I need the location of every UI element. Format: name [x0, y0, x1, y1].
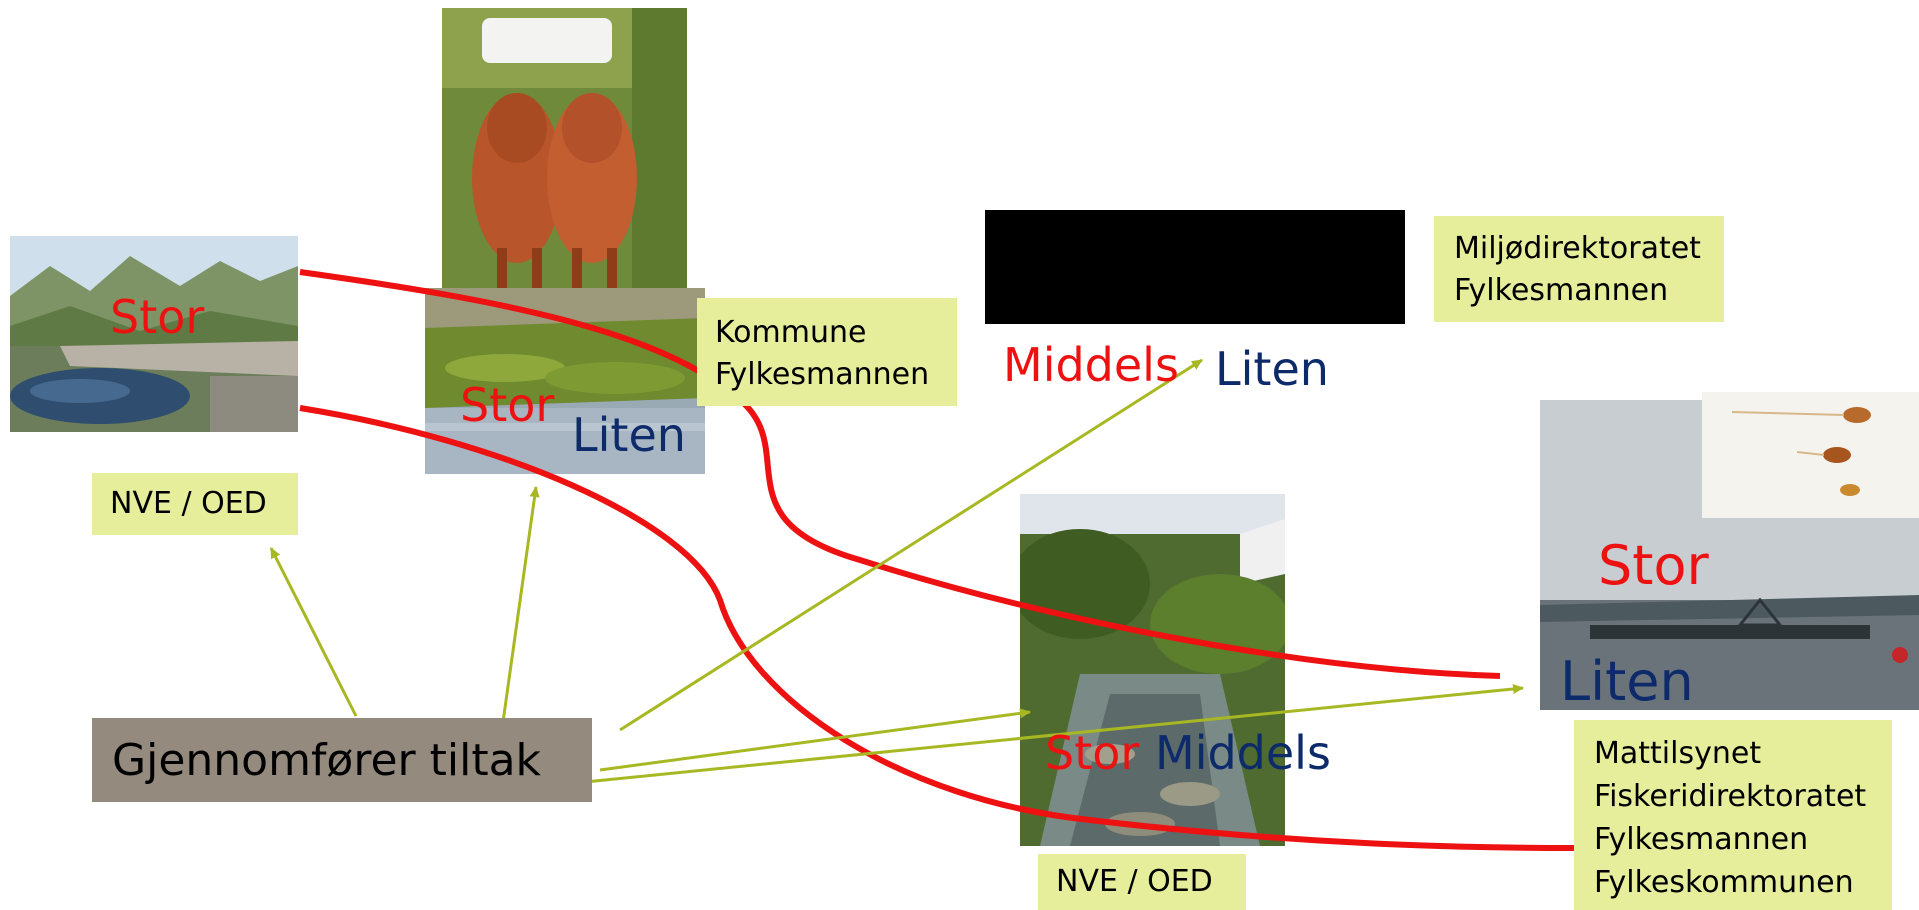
arrow-to-river	[599, 708, 1031, 772]
authority-line: Fiskeridirektoratet	[1594, 779, 1867, 814]
authority-line: NVE / OED	[1056, 864, 1213, 899]
authority-line: Kommune	[715, 315, 867, 350]
authority-line: Fylkesmannen	[1454, 273, 1669, 308]
mountain-dam-photo	[10, 236, 298, 432]
authority-line: Fylkesmannen	[1594, 822, 1809, 857]
authority-line: Miljødirektoratet	[1454, 231, 1701, 266]
action-label: Gjennomfører tiltak	[112, 734, 542, 786]
authority-line: NVE / OED	[110, 486, 267, 521]
river-photo	[1020, 494, 1285, 846]
mountain-scale-red: Stor	[110, 290, 205, 344]
redacted-scale-red: Middels	[1003, 338, 1179, 392]
authority-line: Fylkesmannen	[715, 357, 930, 392]
redacted-scale-blue: Liten	[1215, 342, 1329, 396]
authority-label-fishfarm: Mattilsynet Fiskeridirektoratet Fylkesma…	[1574, 720, 1892, 910]
authority-label-river: NVE / OED	[1038, 854, 1246, 910]
authority-label-cattle-pond: Kommune Fylkesmannen	[697, 298, 957, 406]
arrow-to-nve-upper	[269, 547, 358, 717]
river-scale-red: Stor	[1045, 726, 1140, 780]
river-scale-blue: Middels	[1155, 726, 1331, 780]
arrow-to-pond	[501, 486, 540, 723]
fish-larvae-photo	[1702, 392, 1919, 518]
pond-scale-blue: Liten	[572, 408, 686, 462]
action-box: Gjennomfører tiltak	[92, 718, 592, 802]
fishfarm-scale-red: Stor	[1598, 534, 1709, 597]
fishfarm-scale-blue: Liten	[1560, 650, 1694, 713]
authority-label-redacted: Miljødirektoratet Fylkesmannen	[1434, 216, 1724, 322]
redacted-image	[985, 210, 1405, 324]
authority-label-mountain: NVE / OED	[92, 473, 298, 535]
authority-line: Fylkeskommunen	[1594, 865, 1854, 900]
pond-scale-red: Stor	[460, 378, 555, 432]
cattle-photo	[442, 8, 687, 288]
authority-line: Mattilsynet	[1594, 736, 1762, 771]
